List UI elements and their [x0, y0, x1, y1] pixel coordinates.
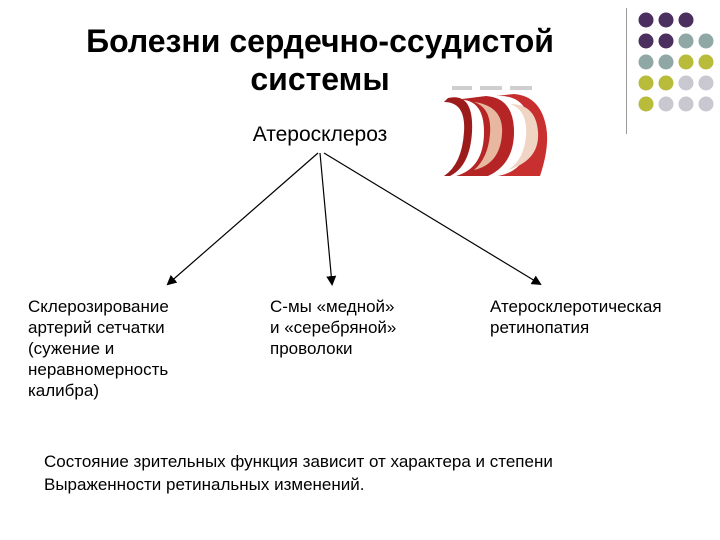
artery-illustration: [444, 86, 548, 176]
vessel-segment-1: [444, 97, 473, 176]
branch-2-line: проволоки: [270, 339, 353, 358]
decor-dot: [678, 33, 694, 49]
branch-1-line: Склерозирование: [28, 297, 169, 316]
branch-1-line: артерий сетчатки: [28, 318, 165, 337]
vessel-lumen: [508, 104, 539, 170]
decor-dot: [638, 54, 654, 70]
decor-divider: [626, 8, 627, 134]
vessel-caption-2: [480, 86, 502, 90]
decor-dot-grid: [638, 12, 714, 112]
slide-title: Болезни сердечно-ссудистой системы: [40, 22, 600, 98]
title-line-2: системы: [250, 61, 390, 97]
footer-note: Состояние зрительных функция зависит от …: [44, 450, 684, 496]
title-line-1: Болезни сердечно-ссудистой: [86, 23, 554, 59]
decor-dot: [638, 75, 654, 91]
decor-dot: [638, 33, 654, 49]
decor-dot: [678, 96, 694, 112]
vessel-segment-2: [454, 96, 514, 176]
arrow-to-branch-3: [323, 152, 542, 286]
footer-line-2: Выраженности ретинальных изменений.: [44, 475, 365, 494]
decor-dot: [658, 12, 674, 28]
branch-1-line: (сужение и: [28, 339, 115, 358]
branch-3-line: Атеросклеротическая: [490, 297, 662, 316]
diagram-root-node: Атеросклероз: [252, 123, 388, 146]
vessel-caption-3: [510, 86, 532, 90]
decor-dot: [698, 75, 714, 91]
decor-dot: [678, 54, 694, 70]
decor-dot: [658, 75, 674, 91]
decor-dot: [638, 12, 654, 28]
decor-dot: [698, 33, 714, 49]
decor-dot: [678, 75, 694, 91]
branch-3-line: ретинопатия: [490, 318, 590, 337]
branch-2-line: и «серебряной»: [270, 318, 397, 337]
branch-1-line: неравномерность: [28, 360, 169, 379]
footer-line-1: Состояние зрительных функция зависит от …: [44, 452, 553, 471]
decor-dot: [658, 54, 674, 70]
decor-dot: [678, 12, 694, 28]
decor-dot: [658, 96, 674, 112]
arrow-to-branch-1: [166, 152, 319, 286]
vessel-segment-3: [496, 94, 548, 176]
decor-dot: [638, 96, 654, 112]
decor-dot: [698, 54, 714, 70]
branch-2-line: С-мы «медной»: [270, 297, 395, 316]
vessel-caption-1: [452, 86, 472, 90]
branch-node-1: Склерозирование артерий сетчатки (сужени…: [28, 296, 218, 401]
branch-1-line: калибра): [28, 381, 99, 400]
branch-node-2: С-мы «медной» и «серебряной» проволоки: [270, 296, 450, 359]
decor-dot: [658, 33, 674, 49]
vessel-plaque: [474, 102, 503, 170]
decor-dot: [698, 96, 714, 112]
branch-node-3: Атеросклеротическая ретинопатия: [490, 296, 710, 338]
arrow-to-branch-2: [319, 152, 337, 286]
